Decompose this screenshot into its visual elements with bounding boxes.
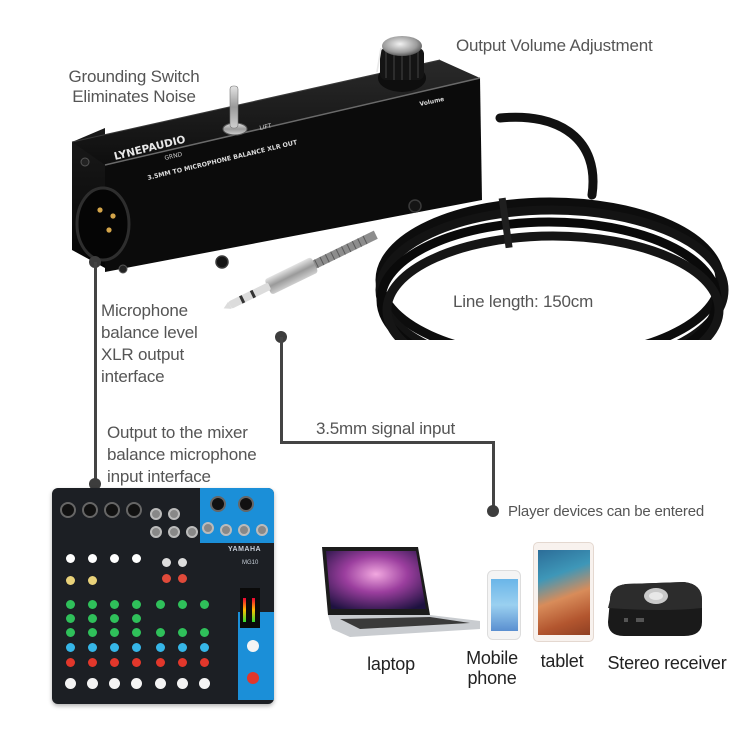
mixer-knob [110,643,119,652]
output-volume-label: Output Volume Adjustment [456,36,653,55]
mixer-knob [88,658,97,667]
mixer-knob [162,574,171,583]
mixer-knob [110,628,119,637]
mixer-knob [178,643,187,652]
mixer-knob [87,678,98,689]
mixer-knob [178,558,187,567]
connector-line-player-down [492,441,495,509]
mixer-knob [178,658,187,667]
mixer-knob [88,628,97,637]
mixer-knob [110,614,119,623]
mixer-knob [88,643,97,652]
mixer-jack [168,526,180,538]
device-label-tablet: tablet [540,651,584,671]
connector-dot-mixer [89,478,101,490]
mixer-jack [220,524,232,536]
mixer-knob [66,576,75,585]
mixer-console-image: YAMAHA MG10 [52,488,274,704]
mixer-jack [150,526,162,538]
mixer-jack [168,508,180,520]
mixer-knob [200,628,209,637]
mixer-jack [202,522,214,534]
device-label-stereo-receiver: Stereo receiver [607,653,727,673]
mixer-knob [66,658,75,667]
signal-input-label: 3.5mm signal input [316,419,456,438]
mixer-knob [132,600,141,609]
mixer-knob [155,678,166,689]
mixer-jack [238,524,250,536]
mixer-knob [132,554,141,563]
mixer-knob [110,600,119,609]
connector-dot-player [487,505,499,517]
xlr-adapter-product-image: LYNEPAUDIO GRND LIFT 3.5MM TO MICROPHONE… [0,0,750,389]
tablet-image [533,542,594,642]
connector-line-jack-horizontal [280,441,495,444]
mixer-master-knob [247,640,259,652]
mixer-knob [199,678,210,689]
mixer-knob [66,628,75,637]
xlr-output-label: Microphone balance level XLR output inte… [101,301,198,386]
mixer-knob [88,614,97,623]
mixer-knob [177,678,188,689]
laptop-image [320,545,482,645]
player-devices-label: Player devices can be entered [508,503,704,520]
mixer-output-label: Output to the mixer balance microphone i… [107,423,257,486]
connector-line-xlr-mixer [94,262,97,484]
svg-text:LIFT: LIFT [259,122,273,132]
mixer-knob [66,643,75,652]
mixer-knob [66,614,75,623]
mixer-knob [132,614,141,623]
mixer-mic-input [82,502,98,518]
mixer-mic-input [104,502,120,518]
mixer-level-meter [240,588,260,628]
connector-line-jack-down [280,337,283,443]
mixer-knob [110,554,119,563]
mixer-jack [256,524,268,536]
mixer-knob [132,628,141,637]
mixer-xlr-out-left [210,496,226,512]
mixer-knob [200,643,209,652]
mixer-knob [156,658,165,667]
mixer-knob [66,600,75,609]
mixer-knob [110,658,119,667]
mixer-mic-input [60,502,76,518]
mixer-knob [132,643,141,652]
mixer-knob [88,576,97,585]
mixer-model: MG10 [242,560,259,566]
mixer-knob [109,678,120,689]
mixer-phones-knob [247,672,259,684]
mobile-phone-image [487,570,521,640]
mixer-jack [150,508,162,520]
device-label-laptop: laptop [367,654,415,674]
mixer-knob [178,600,187,609]
mixer-knob [88,554,97,563]
mixer-knob [200,600,209,609]
mixer-mic-input [126,502,142,518]
mixer-knob [156,643,165,652]
mixer-knob [88,600,97,609]
grounding-switch-label: Grounding Switch Eliminates Noise [68,67,200,107]
mixer-knob [162,558,171,567]
svg-text:GRND: GRND [164,151,183,162]
mixer-knob [156,600,165,609]
mixer-knob [178,628,187,637]
mixer-brand: YAMAHA [228,546,262,553]
mixer-knob [65,678,76,689]
mixer-xlr-out-right [238,496,254,512]
mixer-knob [132,658,141,667]
mixer-knob [131,678,142,689]
line-length-label: Line length: 150cm [453,292,594,311]
mixer-jack [186,526,198,538]
mixer-knob [66,554,75,563]
stereo-receiver-image [604,578,706,640]
mixer-knob [156,628,165,637]
mixer-knob [200,658,209,667]
device-label-mobile-phone: Mobile phone [466,648,518,688]
mixer-knob [178,574,187,583]
